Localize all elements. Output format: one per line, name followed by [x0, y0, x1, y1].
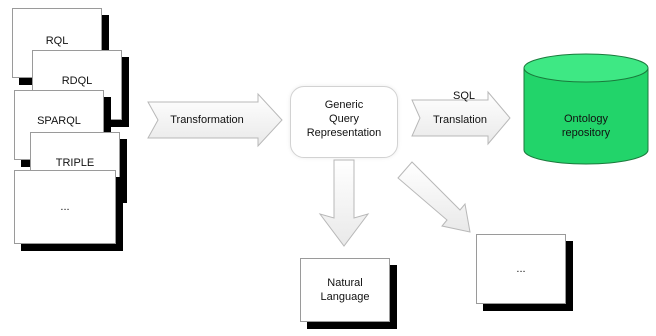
generic-query-representation-box: Generic Query Representation	[290, 86, 398, 158]
sql-translation-arrow	[411, 90, 511, 146]
generic-query-representation-text: Generic Query Representation	[291, 98, 397, 140]
query-line: Query	[329, 113, 359, 125]
natural-line: Natural	[327, 277, 363, 289]
transformation-label: Transformation	[170, 114, 244, 126]
down-arrow-natural-language	[318, 159, 370, 247]
sql-label: SQL	[452, 90, 475, 102]
natural-language-card: Natural Language	[300, 258, 390, 322]
ontology-repository-cylinder	[523, 53, 649, 165]
ontology-repository-label: Ontology repository	[544, 112, 628, 140]
other-output-label: ...	[516, 263, 526, 275]
query-card-ellipsis: ...	[14, 170, 116, 244]
query-card-label: TRIPLE	[55, 157, 95, 169]
language-line: Language	[320, 291, 370, 303]
generic-line: Generic	[324, 99, 364, 111]
translation-label: Translation	[432, 114, 487, 126]
ontology-line: Ontology	[563, 113, 609, 125]
query-card-label: ...	[60, 201, 70, 213]
query-card-label: RDQL	[61, 75, 93, 87]
transformation-arrow	[147, 92, 283, 148]
query-card-label: RQL	[45, 35, 69, 47]
natural-language-text: Natural Language	[301, 276, 389, 304]
repository-line: repository	[561, 127, 611, 139]
diagonal-arrow-other-output	[397, 161, 471, 233]
other-output-card: ...	[476, 234, 566, 304]
query-card-label: SPARQL	[37, 115, 81, 127]
representation-line: Representation	[306, 127, 382, 139]
